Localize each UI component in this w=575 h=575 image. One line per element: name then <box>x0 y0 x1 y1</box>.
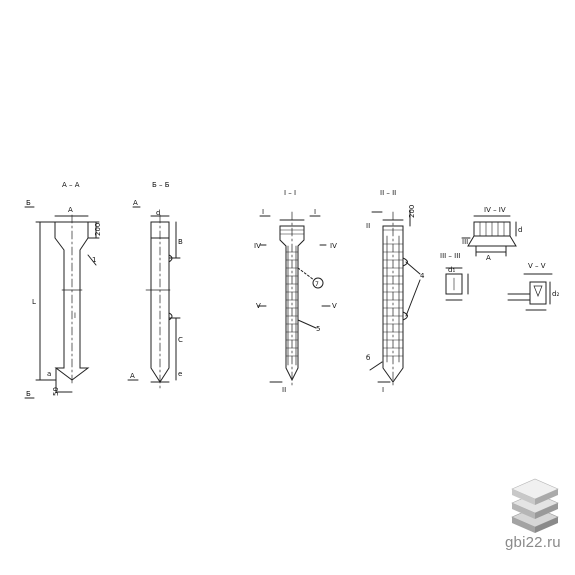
callout-1: 1 <box>92 256 96 264</box>
dim-width: A <box>68 206 73 214</box>
section-iv <box>445 267 469 301</box>
section-label-c5: V – V <box>528 262 546 270</box>
brand-site[interactable]: gbi22.ru <box>505 534 561 551</box>
marker-two-bottom: II <box>282 386 286 394</box>
pile-view-c1 <box>257 211 331 389</box>
section-v <box>507 273 553 311</box>
pile-view-b <box>127 206 181 389</box>
marker-a-bottom: А <box>130 372 135 380</box>
section-label-c1: I – I <box>284 189 296 197</box>
dim-c: C <box>178 336 183 344</box>
marker-two-top: II <box>366 222 370 230</box>
marker-five-r: V <box>332 302 337 310</box>
marker-five-l: V <box>256 302 261 310</box>
section-label-b: Б – Б <box>152 181 170 189</box>
section-label-c4: IV – IV <box>484 206 506 214</box>
cut-label-a: A <box>486 254 491 262</box>
marker-four-l: IV <box>254 242 261 250</box>
dim-head2: 200 <box>408 205 416 218</box>
dim-head: 200 <box>94 223 102 236</box>
cut-label-d2: d₂ <box>552 290 559 298</box>
marker-one-top-r: I <box>314 208 316 216</box>
marker-a-top: А <box>133 199 138 207</box>
marker-sec-left: Б <box>26 199 31 207</box>
dim-d: d <box>156 209 160 217</box>
cut-label-d1: d₁ <box>448 266 455 274</box>
callout-7: 7 <box>315 281 319 288</box>
section-label-c3: III – III <box>440 252 460 260</box>
dim-lower: l <box>74 312 76 320</box>
marker-three: III <box>462 238 468 246</box>
dim-tip: 50 <box>52 387 60 396</box>
marker-one-bottom: I <box>382 386 384 394</box>
dim-length: L <box>32 298 36 306</box>
cut-label-d: d <box>518 226 522 234</box>
dim-a: a <box>47 370 51 378</box>
brand-logo <box>511 478 559 533</box>
section-iii <box>461 215 517 257</box>
marker-sec-left-bottom: Б <box>26 390 31 398</box>
marker-four-r: IV <box>330 242 337 250</box>
callout-4: 4 <box>420 272 425 280</box>
dim-b: B <box>178 238 183 246</box>
section-label-c2: II – II <box>380 189 396 197</box>
section-label-a: А – А <box>62 181 80 189</box>
pile-view-a <box>24 206 100 399</box>
dim-e: e <box>178 370 182 378</box>
marker-one-top: I <box>262 208 264 216</box>
dim-tip2: б <box>366 354 370 362</box>
callout-5: 5 <box>316 325 320 333</box>
pile-view-c2 <box>369 209 421 389</box>
